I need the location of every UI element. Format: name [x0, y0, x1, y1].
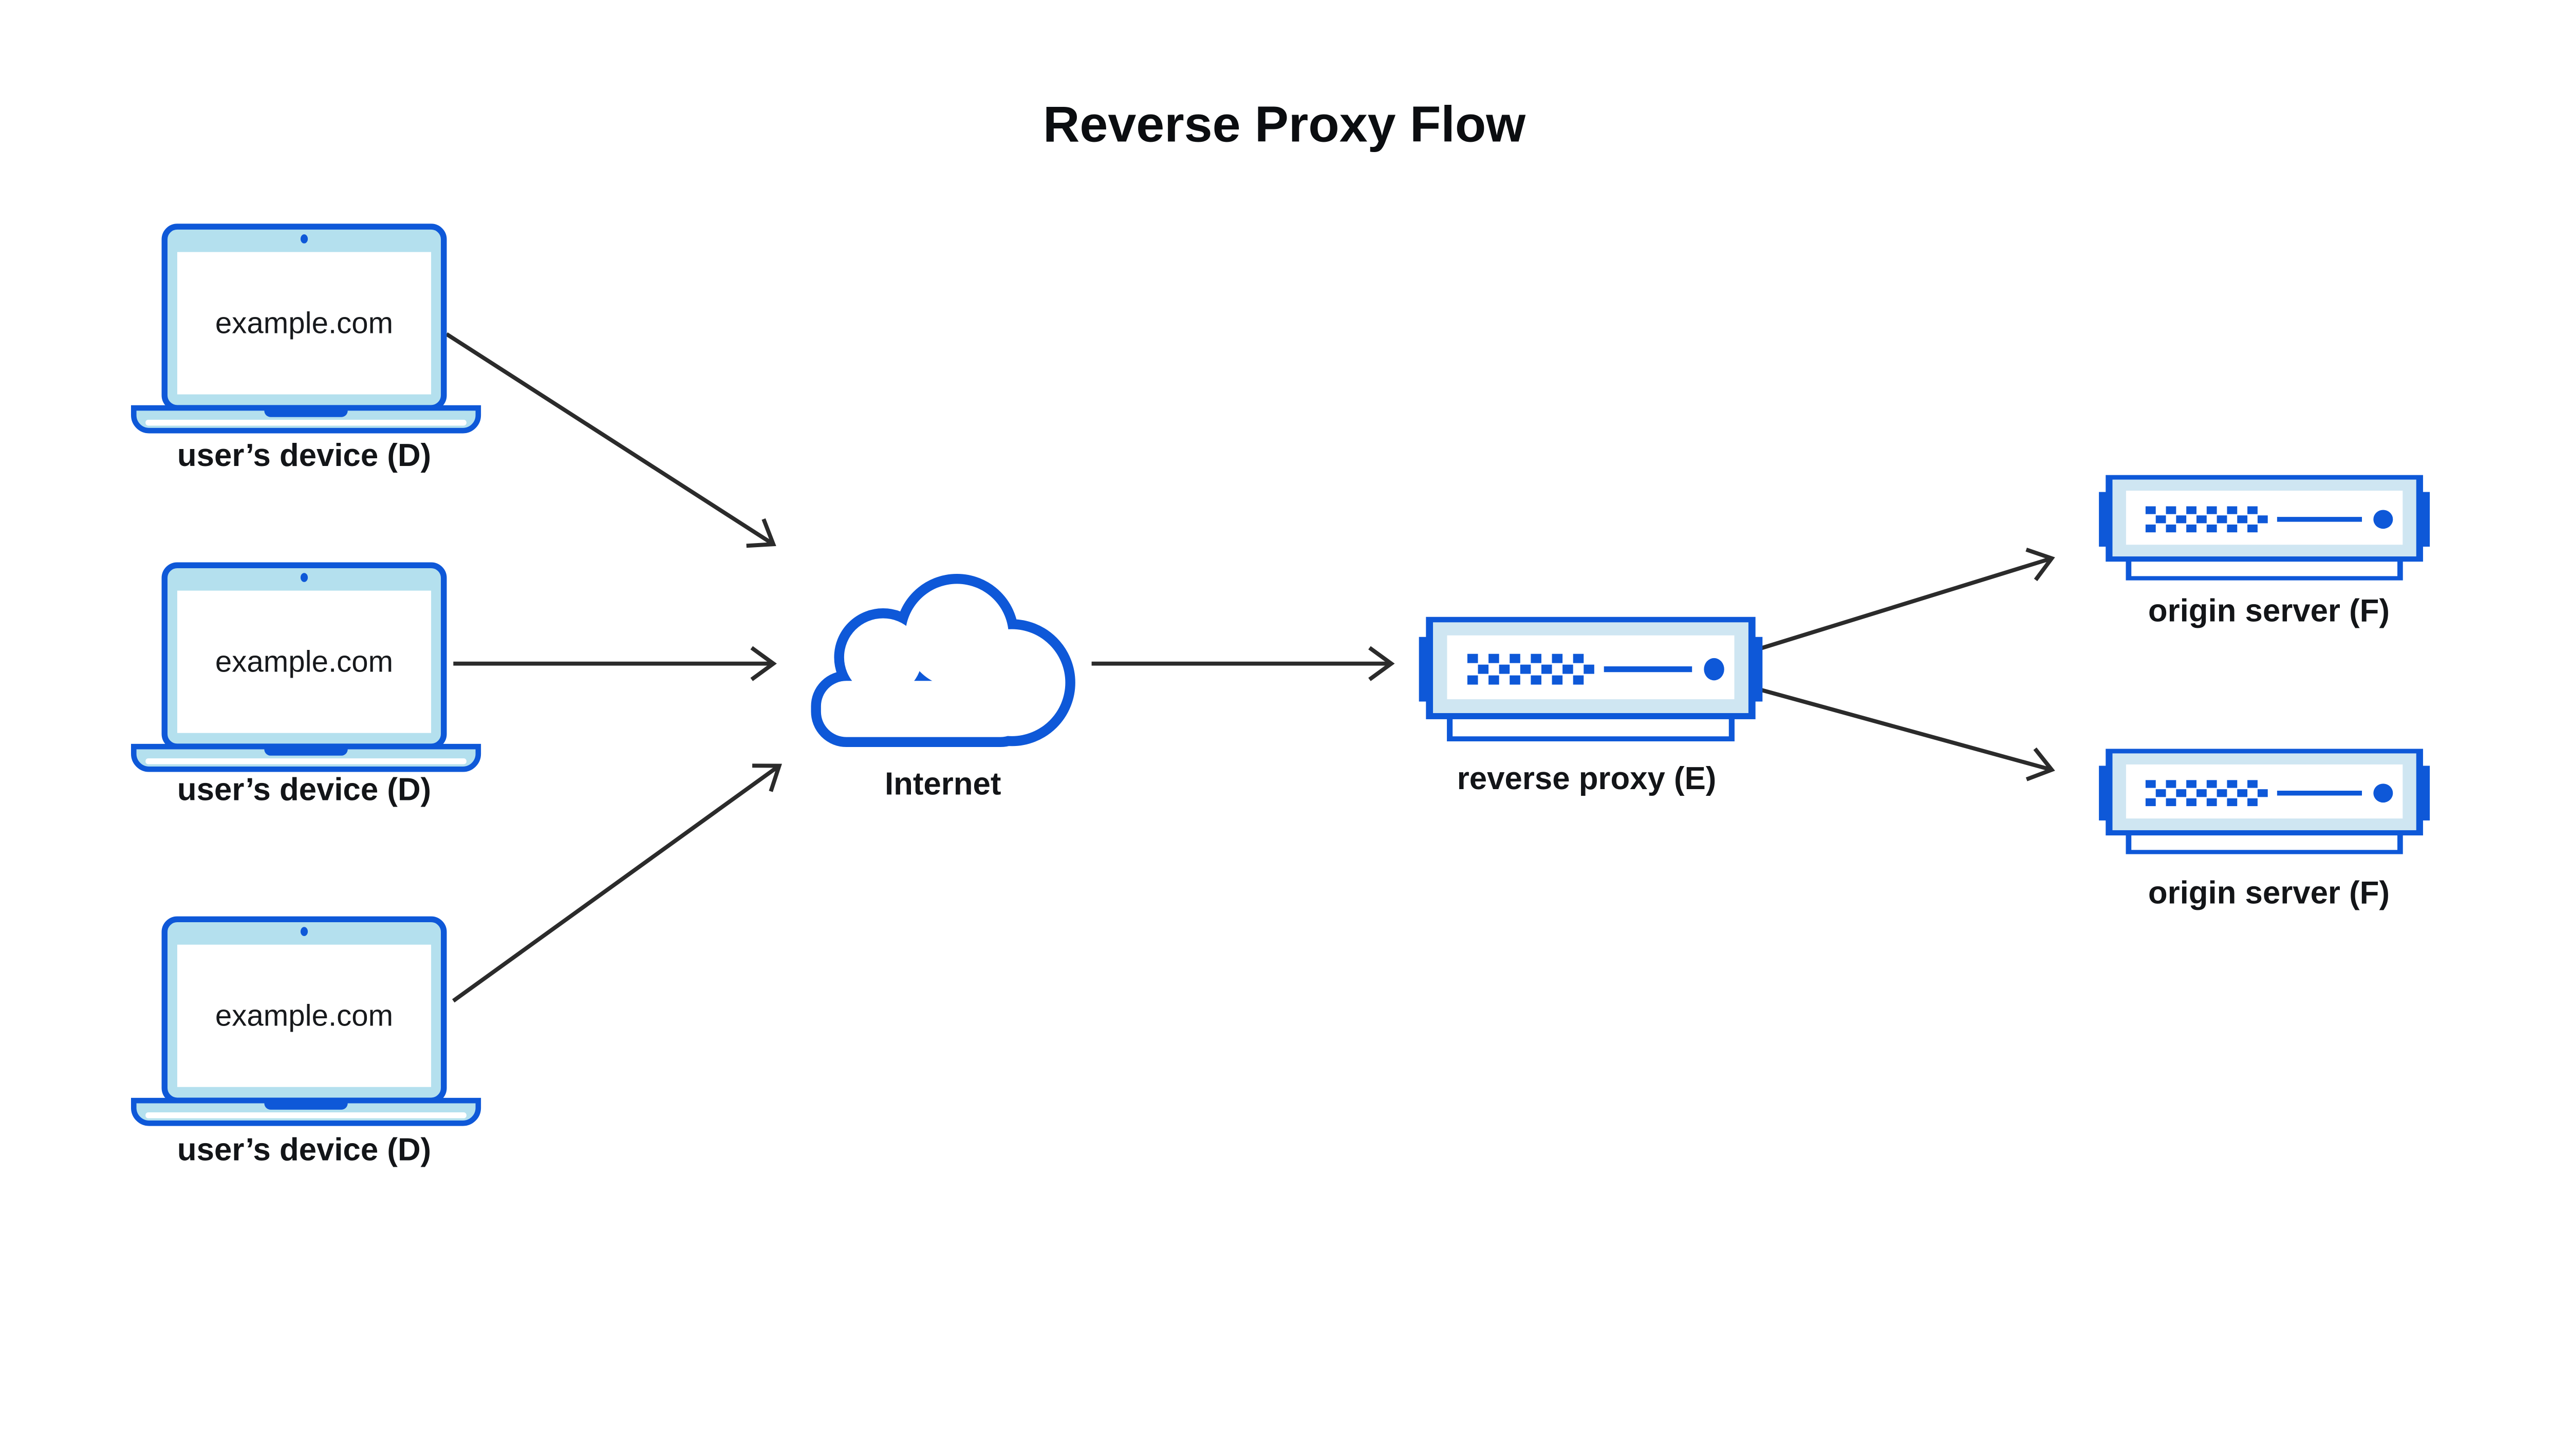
server-icon	[2099, 751, 2430, 852]
server-icon	[2099, 477, 2430, 578]
node-reverse-proxy: reverse proxy (E)	[1419, 619, 1763, 796]
arrow-proxy-to-origin2	[1760, 688, 2055, 781]
node-user-device-3: example.com user’s device (D)	[134, 919, 478, 1168]
node-origin-server-1: origin server (F)	[2099, 477, 2430, 629]
device-label: user’s device (D)	[177, 438, 431, 473]
server-icon	[1419, 619, 1763, 739]
node-internet: Internet	[821, 584, 1066, 802]
cloud-icon	[821, 584, 1066, 737]
device-label: user’s device (D)	[177, 772, 431, 807]
arrow-device3-to-internet	[452, 763, 782, 1003]
edges	[445, 332, 2055, 1003]
device-screen-text: example.com	[215, 307, 393, 340]
origin-server-label: origin server (F)	[2148, 593, 2390, 629]
arrow-proxy-to-origin1	[1760, 547, 2055, 650]
origin-server-label: origin server (F)	[2148, 875, 2390, 910]
arrow-device1-to-internet	[445, 332, 776, 548]
device-label: user’s device (D)	[177, 1132, 431, 1168]
node-user-device-1: example.com user’s device (D)	[134, 227, 478, 473]
node-origin-server-2: origin server (F)	[2099, 751, 2430, 910]
node-user-device-2: example.com user’s device (D)	[134, 565, 478, 807]
diagram-title: Reverse Proxy Flow	[1043, 96, 1526, 152]
internet-label: Internet	[885, 767, 1001, 802]
device-screen-text: example.com	[215, 645, 393, 679]
reverse-proxy-flow-diagram: Reverse Proxy Flow example.com user’s de…	[131, 96, 2430, 1168]
page-root: Reverse Proxy Flow example.com user’s de…	[131, 96, 2430, 1168]
reverse-proxy-label: reverse proxy (E)	[1457, 761, 1717, 796]
device-screen-text: example.com	[215, 999, 393, 1033]
